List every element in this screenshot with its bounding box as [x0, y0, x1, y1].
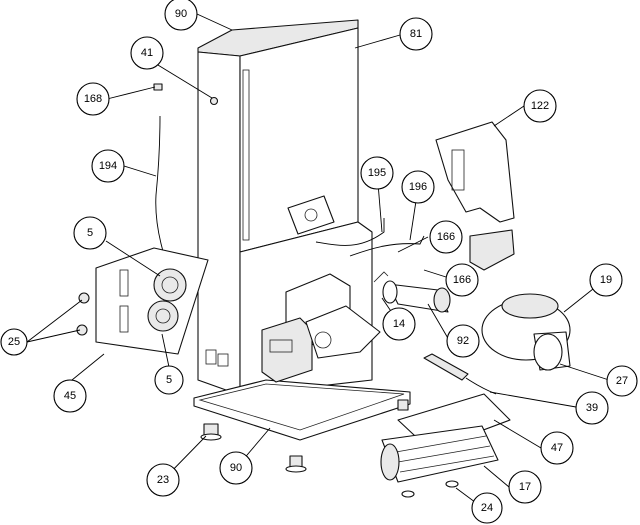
callout-41-label: 41 — [141, 47, 153, 59]
callout-92: 92 — [446, 324, 480, 358]
callout-41: 41 — [130, 36, 164, 70]
callout-122-label: 122 — [531, 100, 549, 112]
callout-196: 196 — [401, 170, 435, 204]
callout-23: 23 — [146, 463, 180, 497]
callout-5-upper-label: 5 — [87, 227, 93, 239]
callout-166-lower: 166 — [445, 263, 479, 297]
callout-195-label: 195 — [368, 167, 386, 179]
base-pan — [193, 379, 411, 473]
callout-14-label: 14 — [393, 318, 405, 330]
callout-19-label: 19 — [600, 274, 612, 286]
callout-166-upper: 166 — [429, 220, 463, 254]
callout-47-label: 47 — [551, 442, 563, 454]
mount-bracket — [435, 121, 515, 271]
callout-25: 25 — [0, 328, 28, 356]
callout-166-lower-label: 166 — [453, 274, 471, 286]
callout-194-label: 194 — [99, 160, 117, 172]
callout-168: 168 — [76, 82, 110, 116]
callout-17-label: 17 — [519, 481, 531, 493]
combustion-blower — [481, 293, 571, 371]
callout-45: 45 — [53, 379, 87, 413]
callout-90-top: 90 — [164, 0, 198, 31]
callout-90-bottom-label: 90 — [230, 462, 242, 474]
callout-23-label: 23 — [157, 474, 169, 486]
callout-5-lower: 5 — [154, 365, 184, 395]
callout-45-label: 45 — [64, 390, 76, 402]
burner-tube — [373, 271, 451, 313]
callout-81: 81 — [399, 17, 433, 51]
callout-14: 14 — [382, 307, 416, 341]
callout-39: 39 — [575, 391, 609, 425]
switch-bracket — [76, 247, 209, 355]
callout-39-label: 39 — [586, 402, 598, 414]
igniter — [423, 353, 497, 395]
callout-166-upper-label: 166 — [437, 231, 455, 243]
gas-tubes — [315, 218, 425, 257]
callout-196-label: 196 — [409, 181, 427, 193]
callout-5-upper: 5 — [73, 216, 107, 250]
callout-5-lower-label: 5 — [166, 374, 172, 386]
callout-25-label: 25 — [8, 336, 20, 348]
callout-27: 27 — [606, 365, 638, 397]
callout-24: 24 — [471, 492, 503, 524]
callout-90-top-label: 90 — [175, 8, 187, 20]
callout-81-label: 81 — [410, 28, 422, 40]
callout-122: 122 — [523, 89, 557, 123]
callout-24-label: 24 — [481, 502, 493, 514]
callout-90-bottom: 90 — [219, 451, 253, 485]
callout-27-label: 27 — [616, 375, 628, 387]
callout-194: 194 — [91, 149, 125, 183]
callout-92-label: 92 — [457, 335, 469, 347]
callout-17: 17 — [508, 470, 542, 504]
callout-195: 195 — [360, 156, 394, 190]
callout-47: 47 — [540, 431, 574, 465]
gas-valve-assembly — [261, 273, 381, 383]
callout-19: 19 — [589, 263, 623, 297]
crossflow-fan — [380, 425, 499, 498]
callout-168-label: 168 — [84, 93, 102, 105]
